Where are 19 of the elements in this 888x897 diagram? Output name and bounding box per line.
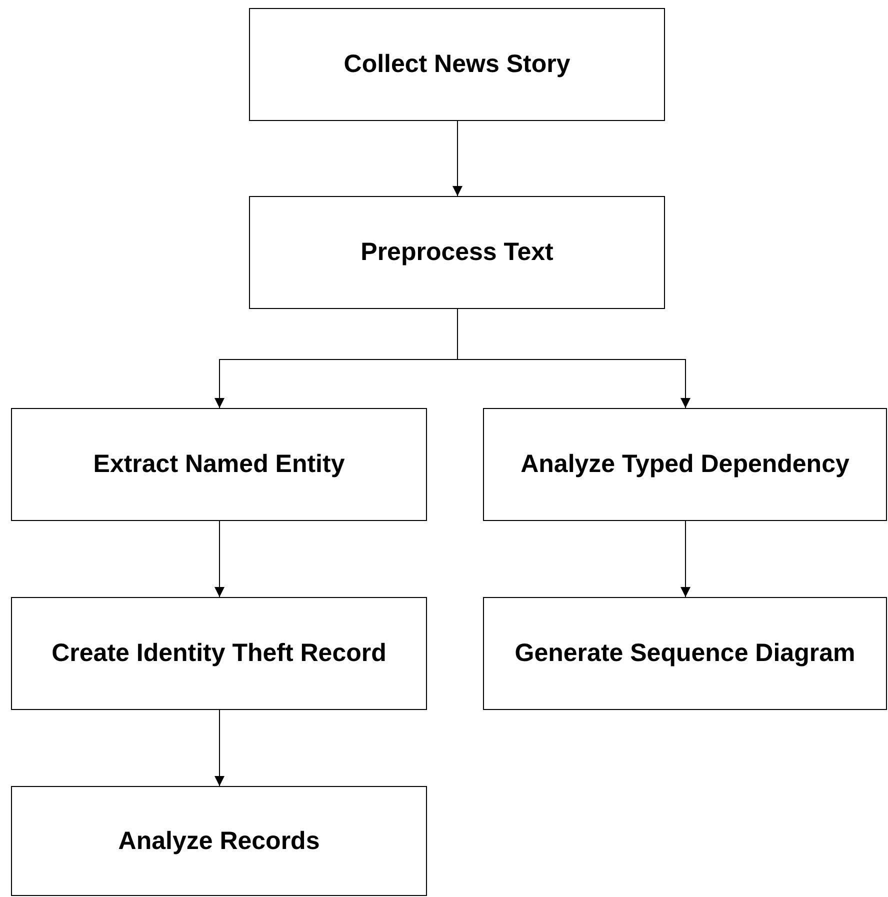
- box-label: Create Identity Theft Record: [50, 639, 388, 668]
- arrow: [457, 308, 690, 408]
- process-box: [249, 196, 665, 309]
- process-box: [11, 597, 427, 710]
- arrow: [214, 520, 224, 598]
- process-box: [483, 597, 887, 710]
- process-box: [483, 408, 887, 521]
- box-label: Generate Sequence Diagram: [514, 639, 856, 668]
- process-box: [249, 8, 665, 121]
- process-box: [11, 408, 427, 521]
- box-label: Analyze Typed Dependency: [520, 450, 850, 479]
- arrow: [214, 710, 224, 786]
- box-label: Preprocess Text: [360, 238, 554, 267]
- arrow: [452, 120, 462, 196]
- box-label: Extract Named Entity: [92, 450, 346, 479]
- process-box: [11, 786, 427, 896]
- arrow: [680, 520, 690, 598]
- box-label: Analyze Records: [117, 826, 321, 856]
- box-label: Collect News Story: [342, 50, 572, 79]
